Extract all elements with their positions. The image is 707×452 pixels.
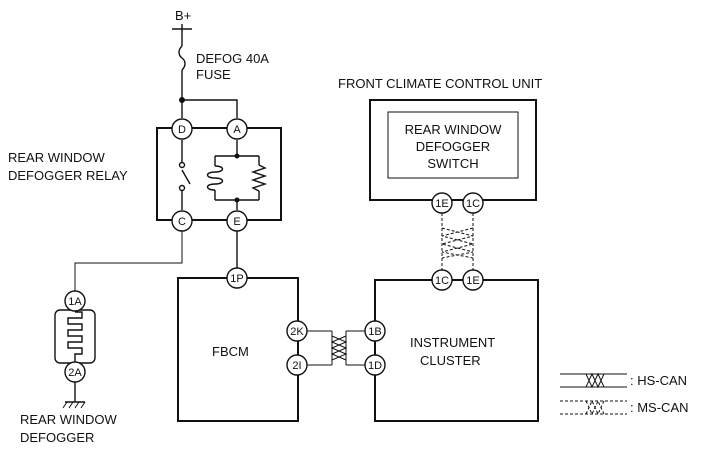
- fbcm-pin-2i-label: 2I: [292, 360, 301, 372]
- legend-ms-can-label: : MS-CAN: [630, 400, 689, 415]
- climate-unit-box: [369, 99, 537, 201]
- power-label: B+: [175, 8, 191, 23]
- legend-hs-can-symbol: [560, 372, 627, 389]
- defogger-relay: [156, 127, 282, 221]
- fbcm-label: FBCM: [212, 344, 249, 359]
- defog-fuse: DEFOG 40A FUSE: [178, 45, 269, 100]
- cluster-pin-1d-label: 1D: [368, 360, 382, 372]
- fbcm-pin-1p-label: 1P: [230, 273, 243, 285]
- relay-resistor: [250, 164, 268, 192]
- cluster-pin-1e-label: 1E: [466, 275, 479, 287]
- defogger-switch-box: [387, 111, 519, 179]
- climate-unit-title: FRONT CLIMATE CONTROL UNIT: [338, 76, 542, 91]
- fuse-label-line2: FUSE: [196, 67, 231, 82]
- defogger-label-line1: REAR WINDOW: [20, 412, 118, 427]
- cluster-label-line2: CLUSTER: [420, 353, 481, 368]
- legend-ms-can-symbol: [560, 399, 627, 416]
- defogger-label-line2: DEFOGGER: [20, 430, 94, 445]
- cluster-pin-1d: [364, 354, 386, 376]
- relay-pin-c-label: C: [178, 216, 186, 228]
- switch-label-line3: SWITCH: [427, 156, 478, 171]
- fbcm-box: [177, 277, 299, 422]
- defogger-pin-1a: [64, 290, 86, 312]
- relay-label-line1: REAR WINDOW: [8, 150, 106, 165]
- fbcm-pin-2k-label: 2K: [290, 326, 304, 338]
- power-supply: B+: [172, 8, 192, 46]
- wire-fuse-to-relay-a: [182, 99, 238, 118]
- fbcm-pin-1p: [226, 267, 248, 289]
- cluster-pin-1b: [364, 320, 386, 342]
- climate-pin-1e-label: 1E: [435, 198, 448, 210]
- cluster-pin-1b-label: 1B: [368, 326, 381, 338]
- hs-can-line-fbcm-cluster: [307, 330, 365, 366]
- relay-label-line2: DEFOGGER RELAY: [8, 168, 128, 183]
- relay-pin-d: [171, 118, 193, 140]
- defogger-heating-element: [67, 311, 83, 362]
- relay-pin-d-label: D: [178, 124, 186, 136]
- wire-relay-c-to-defogger: [74, 231, 183, 291]
- ms-can-line-climate-cluster: [441, 213, 474, 270]
- rear-window-defogger: 1A 2A: [54, 290, 96, 409]
- relay-pin-a-label: A: [233, 124, 241, 136]
- cluster-label-line1: INSTRUMENT: [410, 335, 495, 350]
- relay-pin-e-label: E: [233, 216, 240, 228]
- defogger-pin-1a-label: 1A: [68, 296, 82, 308]
- switch-label-line2: DEFOGGER: [416, 139, 490, 154]
- instrument-cluster-box: [374, 279, 539, 422]
- legend: : HS-CAN : MS-CAN: [560, 372, 689, 416]
- fuse-label-line1: DEFOG 40A: [196, 51, 269, 66]
- relay-pin-a: [226, 118, 248, 140]
- legend-hs-can-label: : HS-CAN: [630, 373, 687, 388]
- cluster-pin-1c-label: 1C: [435, 275, 449, 287]
- switch-label-line1: REAR WINDOW: [405, 122, 503, 137]
- climate-pin-1c-label: 1C: [466, 198, 480, 210]
- relay-switch-contact: [181, 169, 191, 185]
- defogger-pin-2a-label: 2A: [68, 367, 82, 379]
- relay-coil: [206, 165, 224, 191]
